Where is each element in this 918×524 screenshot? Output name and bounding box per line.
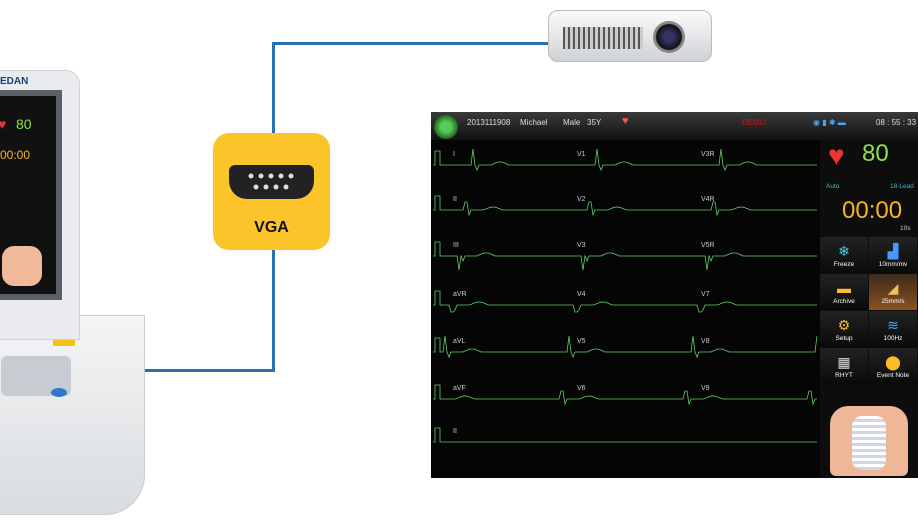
folder-icon: ▬ xyxy=(837,280,851,296)
ribcage-icon xyxy=(852,416,886,470)
device-timer: 00:00 xyxy=(0,148,31,162)
device-screen: ♥ 80 00:00 xyxy=(0,90,62,300)
device-hr: 80 xyxy=(16,116,32,132)
heart-rate: 80 xyxy=(862,140,889,167)
control-panel: ♥ 80 Auto 18-Lead 00:00 10s ❄ Freeze ▟ 10mm… xyxy=(820,140,918,478)
button-label: 100Hz xyxy=(883,335,903,342)
vga-adapter: VGA xyxy=(213,133,330,250)
button-setup[interactable]: ⚙ Setup xyxy=(820,311,868,347)
button-25mm-s[interactable]: ◢ 25mm/s xyxy=(869,274,917,310)
electrode-placement-diagram[interactable] xyxy=(830,406,908,476)
lead-label: V8 xyxy=(701,338,710,345)
lead-label: V1 xyxy=(577,151,586,158)
pin-icon: ⬤ xyxy=(885,354,901,370)
vga-label: VGA xyxy=(254,219,289,236)
patient-sex: Male xyxy=(563,118,581,127)
cable-to-projector xyxy=(272,42,550,45)
button-100hz[interactable]: ≋ 100Hz xyxy=(869,311,917,347)
vga-connector-icon xyxy=(229,165,314,199)
power-button xyxy=(51,388,67,397)
duration: 10s xyxy=(900,225,911,232)
lead-label: aVF xyxy=(453,385,466,392)
lead-label: V4 xyxy=(577,291,586,298)
button-label: 10mm/mv xyxy=(878,261,908,268)
lead-label: III xyxy=(453,242,459,249)
calendar-icon: ▦ xyxy=(837,354,851,370)
cable-vertical-upper xyxy=(272,42,275,133)
device-brand-logo: EDAN xyxy=(0,76,29,87)
button-archive[interactable]: ▬ Archive xyxy=(820,274,868,310)
lead-label: V4R xyxy=(701,196,715,203)
device-chest-diagram xyxy=(2,246,42,286)
button-label: Setup xyxy=(835,335,853,342)
button-label: Archive xyxy=(833,298,855,305)
projector xyxy=(548,10,712,62)
mode-label: Auto xyxy=(826,183,840,190)
ecg-trace xyxy=(433,384,817,406)
button-label: Freeze xyxy=(833,261,855,268)
button-rhyt[interactable]: ▦ RHYT xyxy=(820,348,868,384)
gain-icon: ▟ xyxy=(887,243,899,259)
warning-label xyxy=(53,336,75,346)
filter-icon: ≋ xyxy=(887,317,899,333)
lead-label: aVR xyxy=(453,291,467,298)
ecg-trace xyxy=(433,335,818,359)
ecg-monitor-screen: 2013111908 Michael Male 35Y ♥ DEMO ◉ ▮ ✱… xyxy=(431,112,918,478)
cable-vertical-lower xyxy=(272,250,275,371)
demo-label: DEMO xyxy=(742,118,766,127)
ecg-trace xyxy=(433,290,817,313)
lead-label: II xyxy=(453,428,457,435)
projector-lens xyxy=(653,21,685,53)
button-label: 25mm/s xyxy=(881,298,905,305)
lead-label: V3R xyxy=(701,151,715,158)
patient-id: 2013111908 xyxy=(467,118,511,127)
heart-icon: ♥ xyxy=(828,140,845,171)
button-freeze[interactable]: ❄ Freeze xyxy=(820,237,868,273)
lead-label: V7 xyxy=(701,291,710,298)
lead-label: V9 xyxy=(701,385,710,392)
lead-label: V6 xyxy=(577,385,586,392)
ecg-trace xyxy=(433,148,817,172)
lead-label: V3 xyxy=(577,242,586,249)
lead-config: 18-Lead xyxy=(890,183,914,190)
snowflake-icon: ❄ xyxy=(838,243,850,259)
status-icons: ◉ ▮ ✱ ▬ xyxy=(813,118,846,127)
status-bar: 2013111908 Michael Male 35Y ♥ DEMO ◉ ▮ ✱… xyxy=(431,112,918,140)
lead-off-alarm-icon: ♥ xyxy=(622,115,629,127)
lead-label: aVL xyxy=(453,338,466,345)
lead-label: II xyxy=(453,196,457,203)
ecg-trace xyxy=(433,427,817,443)
clock: 08 : 55 : 33 xyxy=(876,118,917,127)
lead-label: V5 xyxy=(577,338,586,345)
ecg-device-base xyxy=(0,315,145,515)
timer: 00:00 xyxy=(842,197,903,224)
button-label: Event Note xyxy=(876,372,910,379)
lead-label: I xyxy=(453,151,455,158)
cable-device-to-vga xyxy=(120,369,275,372)
speed-icon: ◢ xyxy=(887,280,899,296)
gear-icon: ⚙ xyxy=(837,317,851,333)
lead-label: V2 xyxy=(577,196,586,203)
patient-name: Michael xyxy=(520,118,548,127)
ecg-trace xyxy=(433,195,817,217)
button-10mm-mv[interactable]: ▟ 10mm/mv xyxy=(869,237,917,273)
ecg-traces xyxy=(433,148,818,443)
projector-vent xyxy=(563,27,643,49)
device-heart-icon: ♥ xyxy=(0,116,7,132)
patient-avatar-button[interactable] xyxy=(434,115,458,139)
patient-age: 35Y xyxy=(587,118,602,127)
button-label: RHYT xyxy=(835,372,853,379)
button-event-note[interactable]: ⬤ Event Note xyxy=(869,348,917,384)
lead-label: V5R xyxy=(701,242,715,249)
ecg-trace xyxy=(433,241,817,271)
